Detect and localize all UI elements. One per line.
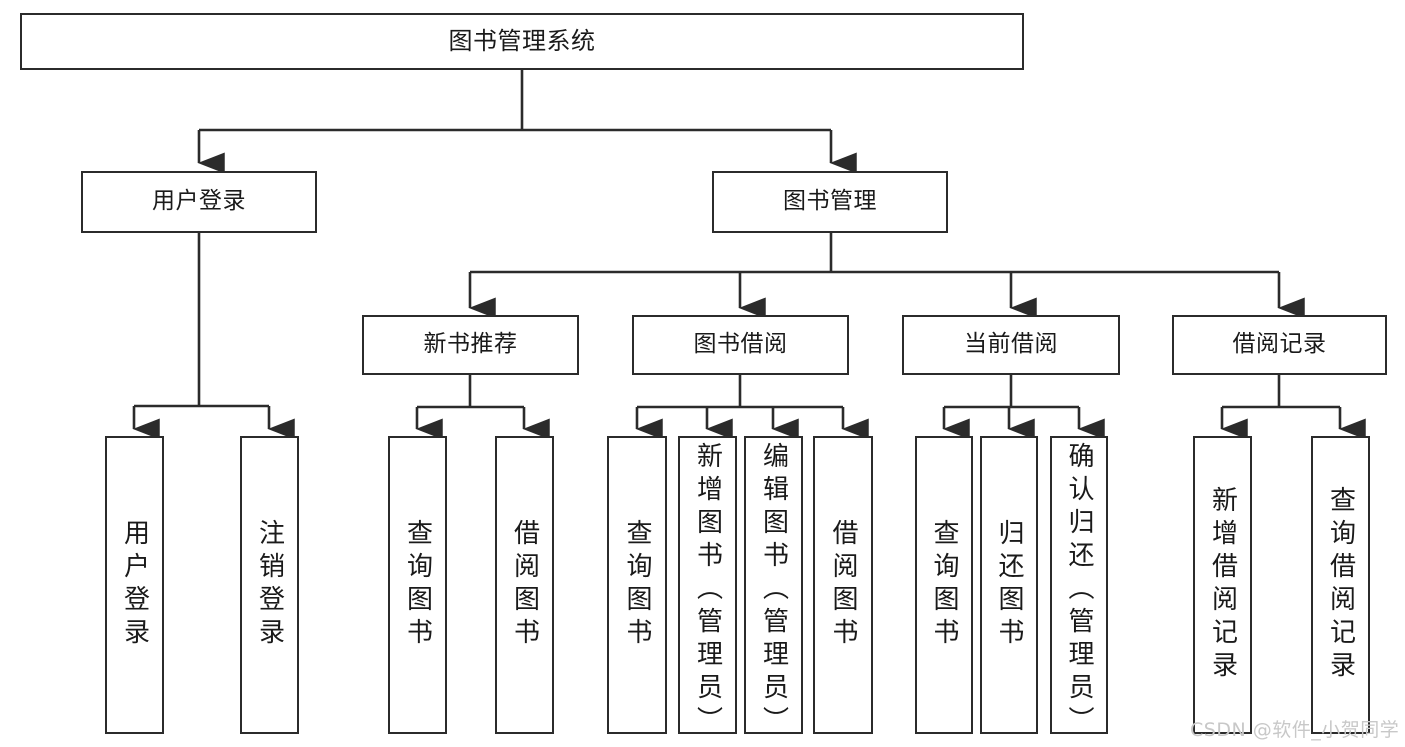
csdn-watermark: CSDN @软件_小贺同学 <box>1190 719 1400 741</box>
node-label: 借阅图书 <box>828 519 858 651</box>
node-label: 新书推荐 <box>423 331 518 358</box>
node-label: 借阅图书 <box>509 519 540 651</box>
node-book-borrow[interactable]: 图书借阅 <box>632 315 849 375</box>
node-label: 查询借阅记录 <box>1325 486 1356 684</box>
node-label: 当前借阅 <box>964 331 1058 358</box>
node-label: 新增借阅记录 <box>1207 486 1238 684</box>
node-label: 图书借阅 <box>693 331 788 358</box>
node-label: 注销登录 <box>254 519 285 651</box>
node-leaf-user-login[interactable]: 用户登录 <box>105 436 164 734</box>
node-label: 新增图书（管理员） <box>692 442 723 739</box>
node-leaf-edit-book[interactable]: 编辑图书（管理员） <box>744 436 803 739</box>
node-label: 归还图书 <box>994 519 1024 651</box>
node-label: 用户登录 <box>119 519 150 651</box>
node-new-book-recommend[interactable]: 新书推荐 <box>362 315 579 375</box>
node-borrow-record[interactable]: 借阅记录 <box>1172 315 1387 375</box>
node-leaf-query-book-1[interactable]: 查询图书 <box>388 436 447 734</box>
node-label: 查询图书 <box>402 519 433 651</box>
node-leaf-query-record[interactable]: 查询借阅记录 <box>1311 436 1370 734</box>
node-leaf-add-record[interactable]: 新增借阅记录 <box>1193 436 1252 734</box>
node-label: 图书管理系统 <box>448 27 596 56</box>
node-label: 用户登录 <box>152 188 246 215</box>
node-label: 查询图书 <box>622 519 652 651</box>
node-leaf-borrow-book-2[interactable]: 借阅图书 <box>813 436 873 734</box>
node-book-management[interactable]: 图书管理 <box>712 171 948 233</box>
node-leaf-return-book[interactable]: 归还图书 <box>980 436 1038 734</box>
node-label: 确认归还（管理员） <box>1064 442 1094 739</box>
node-user-login[interactable]: 用户登录 <box>81 171 317 233</box>
node-leaf-logout-login[interactable]: 注销登录 <box>240 436 299 734</box>
node-leaf-add-book[interactable]: 新增图书（管理员） <box>678 436 737 739</box>
node-leaf-query-book-3[interactable]: 查询图书 <box>915 436 973 734</box>
node-label: 编辑图书（管理员） <box>758 442 789 739</box>
node-leaf-confirm-return[interactable]: 确认归还（管理员） <box>1050 436 1108 739</box>
node-label: 借阅记录 <box>1232 331 1327 358</box>
node-current-borrow[interactable]: 当前借阅 <box>902 315 1120 375</box>
node-label: 图书管理 <box>783 188 877 215</box>
node-root-system[interactable]: 图书管理系统 <box>20 13 1024 70</box>
node-label: 查询图书 <box>929 519 959 651</box>
node-leaf-query-book-2[interactable]: 查询图书 <box>607 436 667 734</box>
node-leaf-borrow-book-1[interactable]: 借阅图书 <box>495 436 554 734</box>
